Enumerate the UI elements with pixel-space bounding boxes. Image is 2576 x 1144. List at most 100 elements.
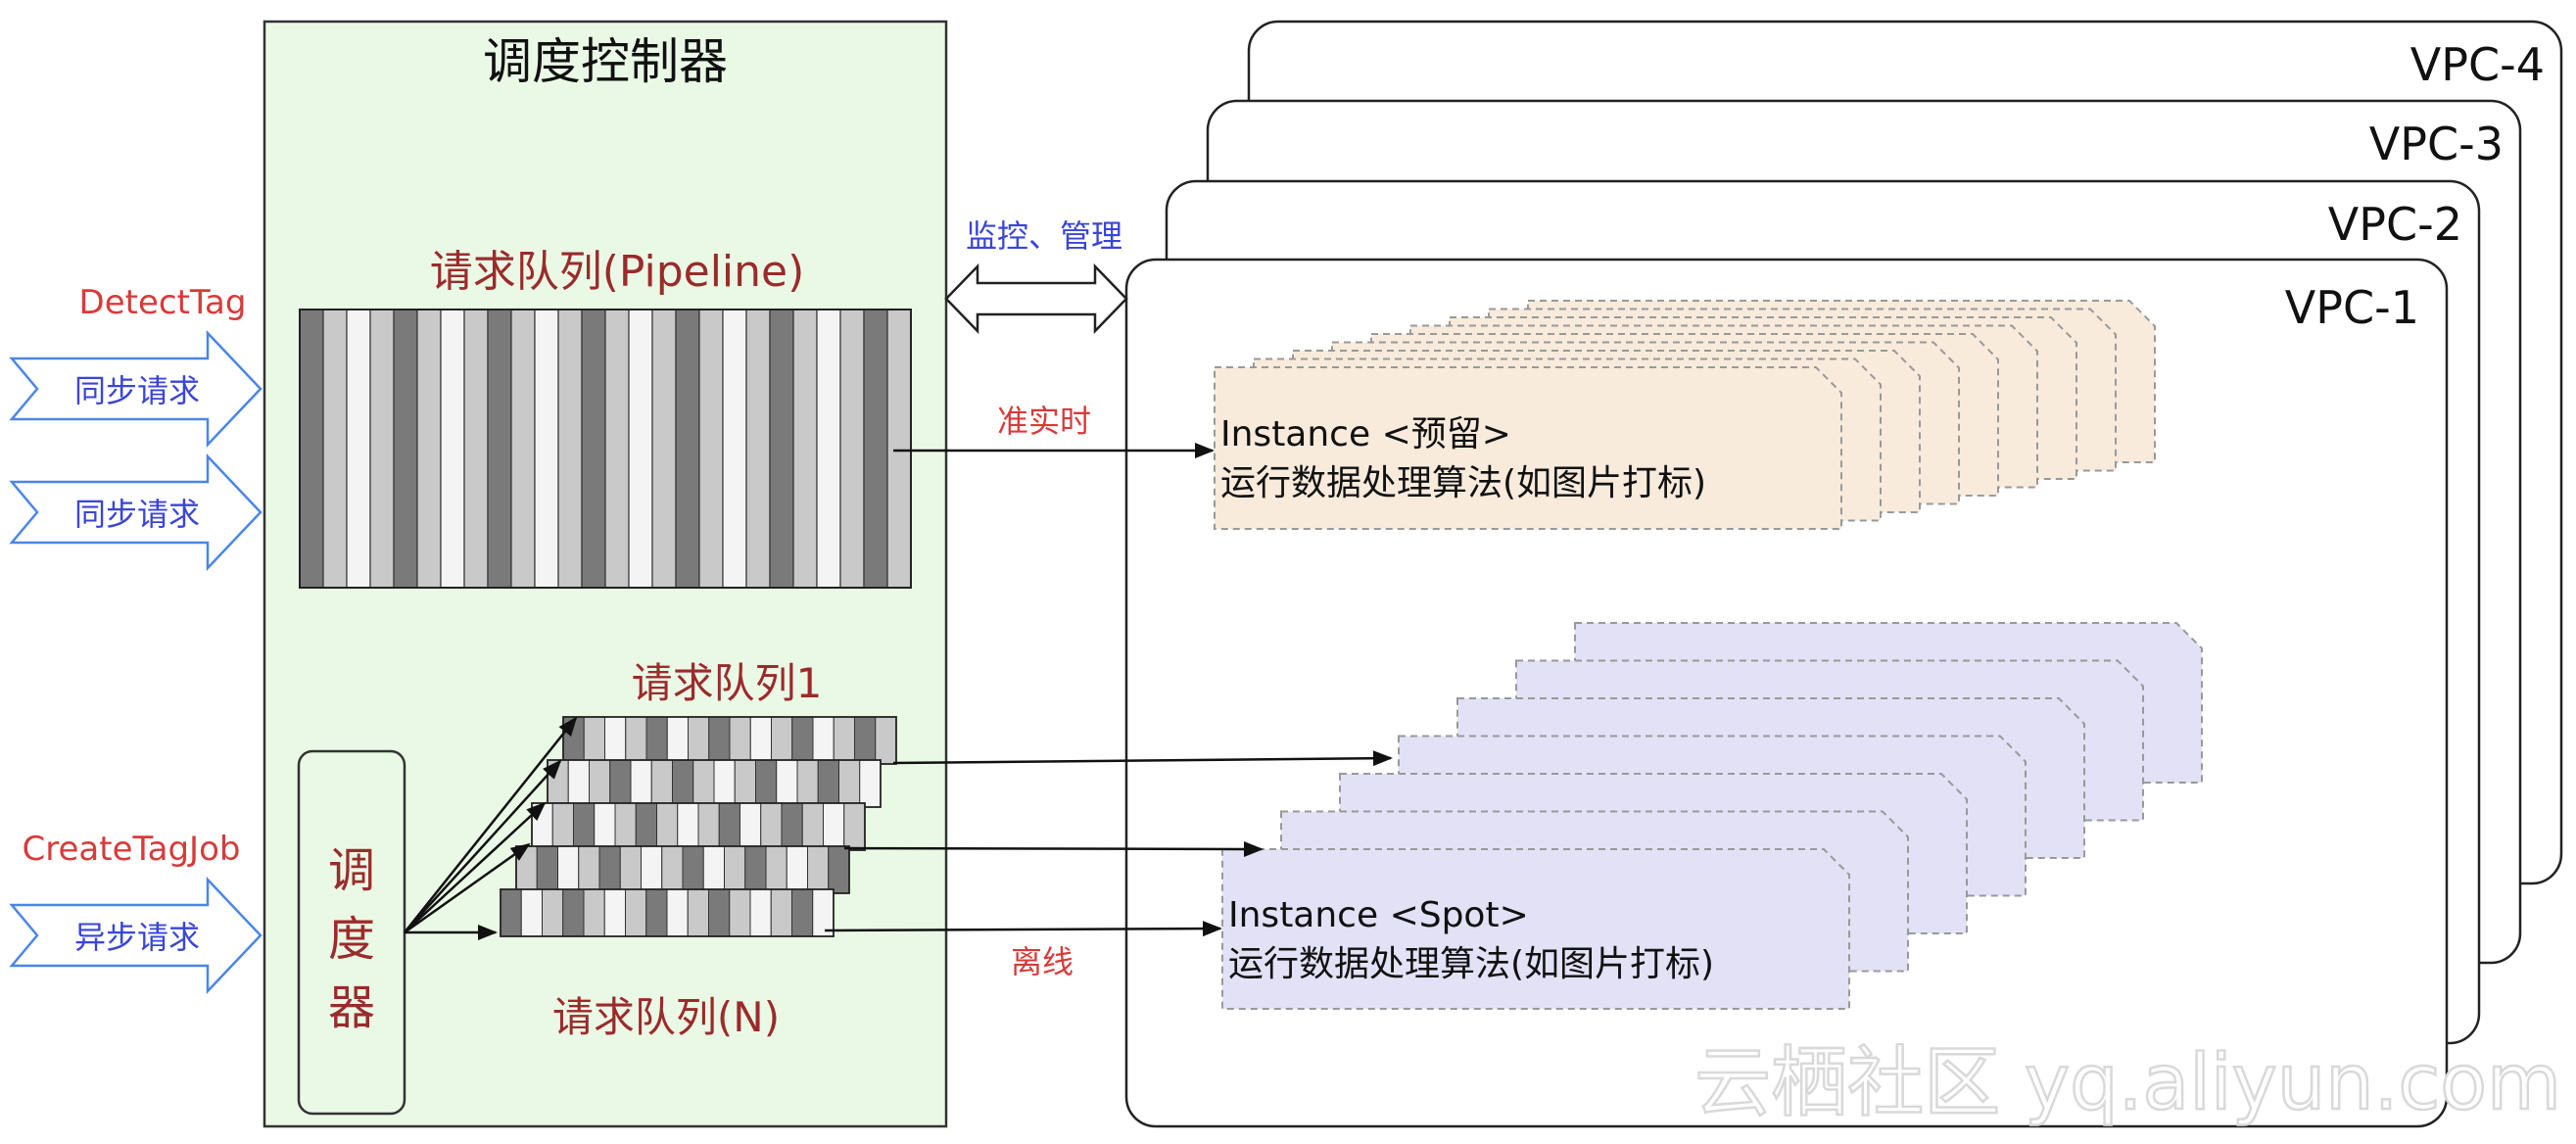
pipeline-bar [346, 309, 371, 589]
queue-bar [578, 845, 600, 894]
spot-instance-card [1221, 848, 1850, 1010]
queue-bar [536, 845, 558, 894]
queue-bar [688, 716, 710, 765]
request-queue-stack [500, 716, 897, 937]
pipeline-bar [769, 309, 794, 589]
queue-bar [697, 802, 720, 851]
pipeline-bar [581, 309, 606, 589]
queue-bar [791, 716, 814, 765]
spot-instance-title: Instance <Spot> [1228, 895, 1529, 935]
queue-bar [708, 888, 731, 937]
queue-bar [666, 888, 689, 937]
scheduler-fanout-arrows [404, 716, 578, 940]
pipeline-bar [886, 309, 912, 589]
queue-bar [734, 759, 756, 808]
queue-bar [583, 888, 605, 937]
queue-bar [604, 716, 627, 765]
controller-title: 调度控制器 [483, 33, 728, 90]
queue-bar [682, 845, 704, 894]
queue-bar [547, 759, 569, 808]
sync-request-arrow-1 [9, 329, 262, 449]
queue-bar [567, 759, 590, 808]
queue-bar [770, 888, 792, 937]
scheduler-label-2: 度 [328, 912, 375, 967]
queue-bar [677, 802, 699, 851]
pipeline-bar [393, 309, 418, 589]
pipeline-bar [792, 309, 818, 589]
queue-bar [724, 845, 746, 894]
queue-bar [594, 802, 616, 851]
sync-request-label-2: 同步请求 [74, 496, 200, 533]
queue-bar [500, 888, 522, 937]
watermark: 云栖社区 yq.aliyun.com [1694, 1039, 2561, 1127]
queue-bar [838, 759, 861, 808]
queue-3-arrow [843, 840, 1264, 857]
queue-bar [765, 845, 787, 894]
scheduler-label-3: 器 [328, 980, 375, 1035]
queue-bar [551, 802, 574, 851]
pipeline-bar [816, 309, 841, 589]
pipeline-bar [487, 309, 512, 589]
queue-bar [531, 802, 553, 851]
queue-bar [843, 802, 866, 851]
queue-bar [729, 716, 751, 765]
queue-bar [666, 716, 689, 765]
pipeline-frame [299, 309, 912, 589]
queue-n-arrow [824, 921, 1222, 937]
queue-1-label: 请求队列1 [632, 659, 823, 707]
pipeline-bar [534, 309, 559, 589]
queue-bar [619, 845, 642, 894]
vpc-2-label: VPC-2 [2328, 198, 2462, 251]
pipeline-bar [440, 309, 465, 589]
request-queue [547, 759, 882, 808]
pipeline-bar [863, 309, 888, 589]
queue-bar [583, 716, 605, 765]
sync-request-arrow-2 [9, 453, 262, 572]
pipeline-bar [299, 309, 324, 589]
pipeline-bar [463, 309, 489, 589]
monitor-manage-label: 监控、管理 [966, 217, 1122, 255]
reserved-instance-stack [1214, 300, 2156, 530]
queue-bar [781, 802, 803, 851]
offline-label: 离线 [1011, 943, 1073, 980]
queue-bar [786, 845, 808, 894]
queue-bar [812, 716, 835, 765]
vpc-4-label: VPC-4 [2410, 38, 2545, 91]
queue-bar [598, 845, 621, 894]
pipeline-bar [745, 309, 771, 589]
pipeline-queue [299, 309, 912, 589]
reserved-instance-title: Instance <预留> [1220, 414, 1511, 454]
queue-bar [692, 759, 715, 808]
queue-bar [744, 845, 767, 894]
queue-bar [875, 716, 897, 765]
async-request-arrow [9, 876, 262, 995]
sync-request-label-1: 同步请求 [74, 372, 200, 409]
queue-bar [708, 716, 731, 765]
queue-bar [562, 888, 585, 937]
queue-bar [625, 716, 647, 765]
monitor-manage-arrow [944, 262, 1128, 335]
queue-bar [749, 888, 772, 937]
queue-bar [520, 888, 543, 937]
queue-bar [630, 759, 652, 808]
spot-instance-desc: 运行数据处理算法(如图片打标) [1228, 944, 1714, 984]
queue-bar [760, 802, 783, 851]
queue-bar [796, 759, 819, 808]
queue-bar [817, 759, 839, 808]
request-queue [515, 845, 850, 894]
queue-bar [515, 845, 538, 894]
pipeline-bar [322, 309, 348, 589]
queue-bar [603, 888, 626, 937]
pipeline-bar [416, 309, 442, 589]
pipeline-bar [839, 309, 865, 589]
pipeline-bar [628, 309, 653, 589]
queue-bar [661, 845, 684, 894]
queue-bar [718, 802, 740, 851]
vpc-1-label: VPC-1 [2285, 281, 2419, 334]
queue-bar [557, 845, 580, 894]
reserved-instance-desc: 运行数据处理算法(如图片打标) [1220, 463, 1706, 503]
pipeline-bar [675, 309, 700, 589]
async-request-label: 异步请求 [74, 919, 200, 956]
queue-bar [729, 888, 751, 937]
